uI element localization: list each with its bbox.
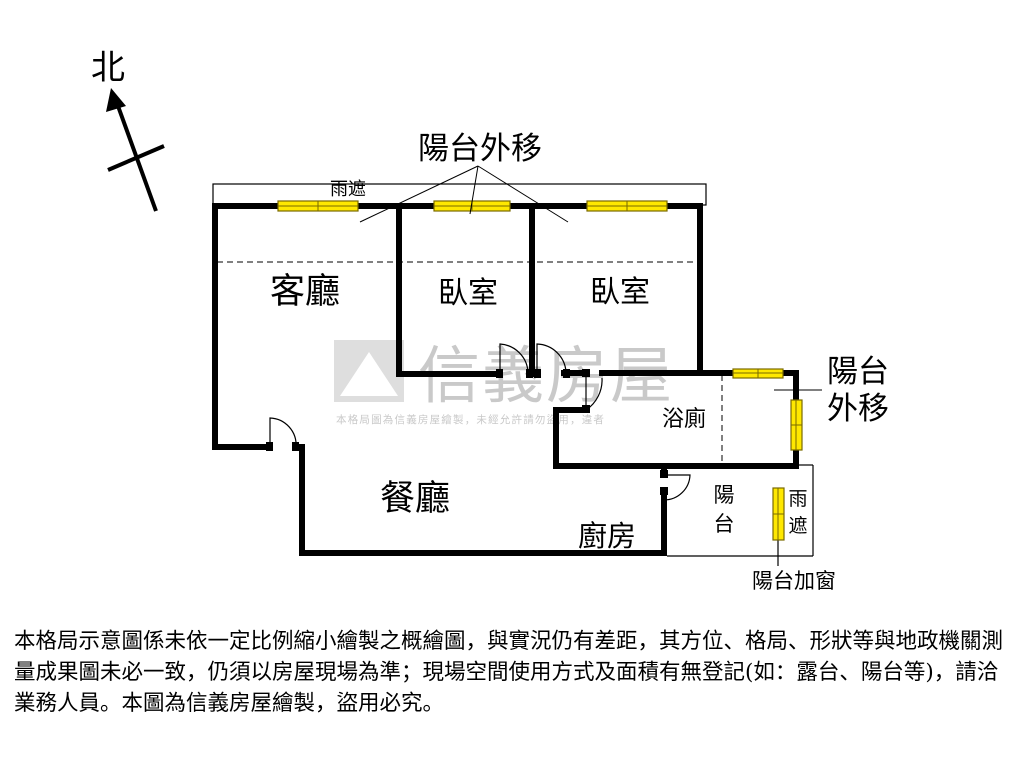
door-bedroom-1 xyxy=(499,343,529,374)
room-label-kitchen: 廚房 xyxy=(578,519,636,553)
callout-leaders xyxy=(359,165,822,391)
compass-cross-bar xyxy=(107,144,165,172)
room-label-bedroom-2: 臥室 xyxy=(590,275,650,310)
room-label-living-room: 客廳 xyxy=(270,272,340,312)
door-bedroom-2 xyxy=(536,343,567,374)
watermark-notice: 本格局圖為信義房屋繪製，未經允許請勿盜用，違者 xyxy=(336,413,605,426)
door-balcony xyxy=(663,474,691,501)
disclaimer-text: 本格局示意圖係未依一定比例縮小繪製之概繪圖，與實況仍有差距，其方位、格局、形狀等… xyxy=(14,629,1004,716)
room-label-balcony-char1: 陽 xyxy=(714,483,735,507)
compass: 北 xyxy=(91,48,165,212)
door-hinges xyxy=(266,369,668,495)
callout-balcony-window: 陽台加窗 xyxy=(752,569,836,593)
room-label-balcony-char2: 台 xyxy=(714,512,735,536)
callout-balcony-shift-top: 陽台外移 xyxy=(418,131,542,167)
dashed-lines xyxy=(217,261,723,463)
compass-arrow-head xyxy=(106,88,126,112)
label-canopy-side-char2: 遮 xyxy=(788,515,807,537)
watermark: 信義房屋 本格局圖為信義房屋繪製，未經允許請勿盜用，違者 xyxy=(334,339,672,426)
floor-plan: 北 信義房屋 本格局圖為信義房屋繪製，未經允許請勿盜用，違者 xyxy=(91,48,889,593)
window-mullions xyxy=(278,201,802,540)
side-balcony-outline xyxy=(667,464,814,566)
room-label-dining-room: 餐廳 xyxy=(380,479,450,519)
label-canopy-top: 雨遮 xyxy=(330,179,366,200)
compass-north-label: 北 xyxy=(91,48,125,88)
callout-balcony-shift-right-line2: 外移 xyxy=(827,391,889,427)
door-entrance xyxy=(269,417,297,448)
watermark-logo-icon xyxy=(340,352,398,396)
room-label-bedroom-1: 臥室 xyxy=(438,276,498,311)
callout-balcony-shift-right-line1: 陽台 xyxy=(827,354,889,390)
label-canopy-side-char1: 雨 xyxy=(788,488,807,510)
room-label-bathroom: 浴廁 xyxy=(662,407,706,432)
